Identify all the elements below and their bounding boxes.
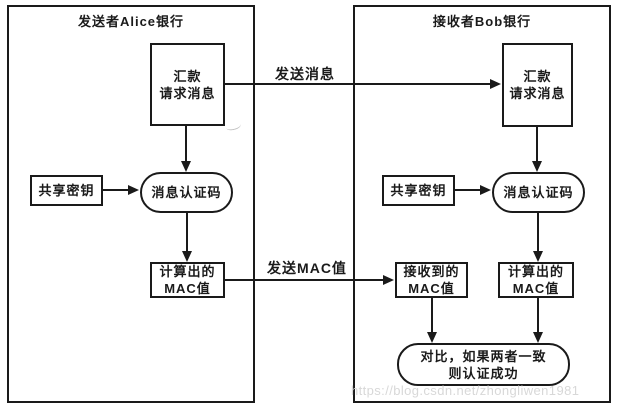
receiver-remittance-line2: 请求消息 [509, 86, 566, 101]
receiver-shared-key-box: 共享密钥 [382, 175, 455, 206]
receiver-received-mac-box: 接收到的 MAC值 [395, 262, 468, 298]
receiver-computed-mac-line2: MAC值 [512, 281, 560, 296]
receiver-received-mac-line2: MAC值 [408, 281, 455, 296]
arrow-receiver-message-to-macfn [532, 126, 542, 172]
send-mac-label: 发送MAC值 [267, 260, 347, 276]
sender-remittance-request-box: 汇款 请求消息 [150, 43, 225, 126]
receiver-computed-mac-line1: 计算出的 [507, 264, 564, 279]
receiver-computed-mac-box: 计算出的 MAC值 [498, 262, 574, 298]
sender-shared-key-label: 共享密钥 [38, 183, 95, 198]
send-message-label: 发送消息 [275, 66, 335, 82]
compare-line2: 则认证成功 [448, 365, 519, 381]
receiver-received-mac-line1: 接收到的 [403, 264, 460, 279]
arrow-send-message [225, 79, 501, 89]
receiver-remittance-request-box: 汇款 请求消息 [502, 43, 573, 127]
arrow-receiver-key-to-macfn [455, 185, 491, 195]
sender-shared-key-box: 共享密钥 [30, 175, 103, 206]
sender-panel-title: 发送者Alice银行 [77, 14, 185, 29]
csdn-watermark: https://blog.csdn.net/zhongliwen1981 [351, 383, 580, 398]
arrow-sender-macfn-to-computed-mac [182, 212, 192, 262]
sender-computed-mac-line1: 计算出的 [159, 264, 216, 279]
arrow-sender-key-to-macfn [103, 185, 139, 195]
sender-mac-function-box: 消息认证码 [140, 172, 233, 213]
arrow-computed-mac-to-compare [533, 297, 543, 343]
arrow-send-mac-value [225, 275, 394, 285]
receiver-panel-title: 接收者Bob银行 [432, 14, 532, 29]
receiver-shared-key-label: 共享密钥 [390, 183, 447, 198]
receiver-mac-function-label: 消息认证码 [503, 185, 574, 200]
arrow-sender-message-to-macfn [181, 125, 191, 172]
sender-remittance-line1: 汇款 [173, 68, 202, 84]
sender-remittance-line2: 请求消息 [159, 85, 216, 101]
sender-computed-mac-line2: MAC值 [164, 281, 211, 296]
sender-mac-function-label: 消息认证码 [151, 185, 222, 200]
arrow-receiver-macfn-to-computed-mac [533, 212, 543, 262]
compare-line1: 对比，如果两者一致 [420, 348, 547, 364]
receiver-remittance-line1: 汇款 [523, 69, 552, 84]
arrow-received-mac-to-compare [427, 297, 437, 343]
sender-computed-mac-box: 计算出的 MAC值 [150, 262, 225, 298]
receiver-mac-function-box: 消息认证码 [492, 172, 585, 213]
receiver-compare-result-box: 对比，如果两者一致 则认证成功 [397, 343, 570, 386]
